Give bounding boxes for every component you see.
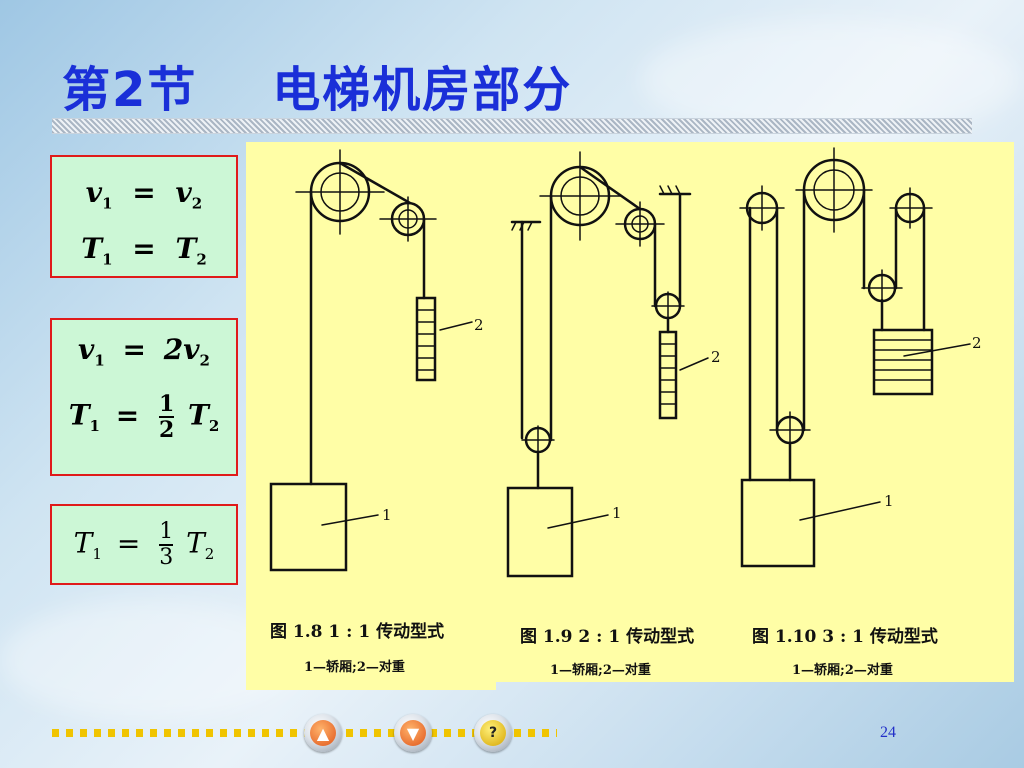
fig8-counterweight-label: 2 [474, 316, 484, 334]
help-icon: ? [480, 720, 506, 746]
page-number: 24 [880, 724, 896, 741]
down-arrow-icon: ▼ [400, 720, 426, 746]
help-button[interactable]: ? [474, 714, 512, 752]
figure-1-8-legend: 1—轿厢;2—对重 [304, 660, 405, 675]
fig9-car-label: 1 [612, 504, 622, 522]
home-button[interactable]: ▲ [304, 714, 342, 752]
formula-line: T1 = T2 [81, 232, 207, 269]
next-button[interactable]: ▼ [394, 714, 432, 752]
diagram-panel-left [246, 142, 496, 690]
figure-1-10-legend: 1—轿厢;2—对重 [792, 663, 893, 678]
fig8-car-label: 1 [382, 506, 392, 524]
figure-1-8-caption: 图 1.8 1 : 1 传动型式 [270, 622, 445, 642]
fig10-car-label: 1 [884, 492, 894, 510]
home-arrow-icon: ▲ [310, 720, 336, 746]
formula-line: v1 = v2 [85, 176, 203, 213]
figure-1-10-caption: 图 1.10 3 : 1 传动型式 [752, 627, 938, 647]
page-title: 第2节 电梯机房部分 [62, 62, 573, 118]
fig9-counterweight-label: 2 [711, 348, 721, 366]
fig10-counterweight-label: 2 [972, 334, 982, 352]
title-divider [52, 118, 972, 134]
figure-1-8-diagram [269, 149, 473, 572]
figure-1-9-caption: 图 1.9 2 : 1 传动型式 [520, 627, 695, 647]
formula-box-1: v1 = v2 T1 = T2 [50, 155, 238, 278]
figure-1-9-diagram [506, 151, 709, 578]
figure-1-9-legend: 1—轿厢;2—对重 [550, 663, 651, 678]
figure-1-10-diagram [739, 147, 971, 568]
formula-line: v1 = 2v2 [78, 333, 210, 370]
